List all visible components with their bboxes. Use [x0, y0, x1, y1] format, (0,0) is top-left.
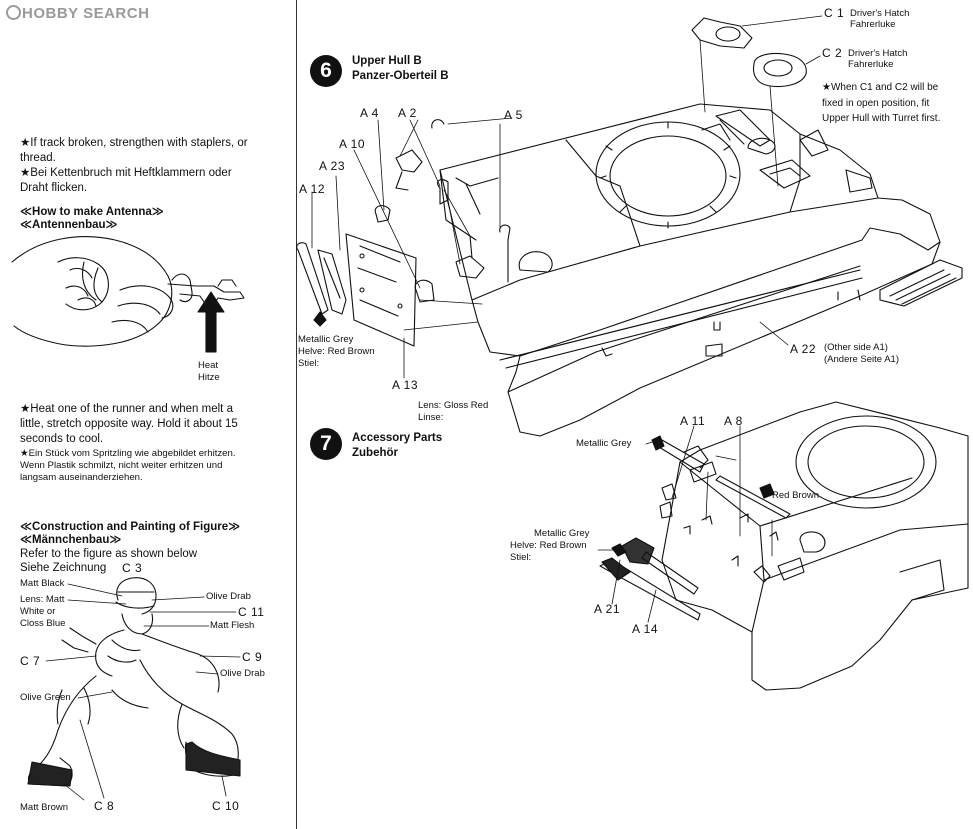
part-c2: C 2	[822, 46, 843, 60]
c1-driver-hatch: Driver's Hatch	[850, 8, 910, 19]
step6-a22-note-en: (Other side A1)	[824, 342, 888, 353]
logo-ring-icon	[6, 5, 21, 20]
column-divider	[296, 0, 297, 829]
label-c8: C 8	[94, 799, 115, 813]
hatch-note: ★When C1 and C2 will be fixed in open po…	[822, 82, 941, 124]
track-note-de: ★Bei Kettenbruch mit Heftklammern oder D…	[20, 167, 232, 194]
step7-helve: Helve: Red Brown	[510, 540, 587, 551]
figure-heading-de: ≪Männchenbau≫	[20, 534, 122, 546]
label-olive-green: Olive Green	[20, 692, 71, 703]
part-a12: A 12	[299, 182, 326, 196]
label-olive-drab-1: Olive Drab	[206, 591, 251, 602]
accessory-hull-drawing	[597, 401, 969, 691]
label-matt-flesh: Matt Flesh	[210, 620, 255, 631]
part-a21: A 21	[594, 602, 621, 616]
label-olive-drab-2: Olive Drab	[220, 668, 265, 679]
label-c3: C 3	[122, 561, 143, 575]
upper-hull-drawing	[439, 103, 963, 437]
figure-heading-en: ≪Construction and Painting of Figure≫	[20, 521, 241, 533]
heat-label-en: Heat	[198, 360, 219, 371]
step6-title-de: Panzer-Oberteil B	[352, 70, 449, 82]
part-a5: A 5	[504, 108, 523, 122]
antenna-heading-de: ≪Antennenbau≫	[20, 219, 118, 231]
step7-metallic-grey-1: Metallic Grey	[576, 438, 632, 449]
label-c11: C 11	[238, 605, 265, 619]
label-matt-black: Matt Black	[20, 578, 65, 589]
part-a14: A 14	[632, 622, 659, 636]
c2-fahrerluke: Fahrerluke	[848, 59, 894, 70]
hand-antenna-illustration	[11, 236, 245, 347]
driver-hatches-drawing	[691, 15, 823, 187]
step6-stiel: Stiel:	[298, 358, 320, 369]
label-white-or: White or	[20, 606, 56, 617]
heat-label-de: Hitze	[198, 372, 220, 383]
c1-fahrerluke: Fahrerluke	[850, 19, 896, 30]
part-c1: C 1	[824, 6, 845, 20]
heat-arrow	[197, 291, 225, 353]
part-a4: A 4	[360, 106, 379, 120]
step7-red-brown: Red Brown	[772, 490, 819, 501]
c2-driver-hatch: Driver's Hatch	[848, 48, 908, 59]
figure-ref-de: Siehe Zeichnung	[20, 562, 107, 574]
part-a10: A 10	[339, 137, 366, 151]
part-a23: A 23	[319, 159, 346, 173]
step7-title-de: Zubehör	[352, 447, 398, 459]
antenna-heading-en: ≪How to make Antenna≫	[20, 206, 164, 218]
step6-small-parts-drawing	[296, 117, 789, 379]
label-c7: C 7	[20, 654, 41, 668]
step6-helve: Helve: Red Brown	[298, 346, 375, 357]
part-a13: A 13	[392, 378, 419, 392]
step7-stiel: Stiel:	[510, 552, 532, 563]
step6-number-badge: 6	[310, 55, 342, 87]
figure-ref-en: Refer to the figure as shown below	[20, 548, 198, 560]
step6-lens: Lens: Gloss Red	[418, 400, 489, 411]
antenna-note-en: ★Heat one of the runner and when melt a …	[20, 403, 238, 445]
track-note-en: ★If track broken, strengthen with staple…	[20, 137, 248, 164]
part-a22: A 22	[790, 342, 817, 356]
part-a11: A 11	[680, 414, 706, 428]
step6-a22-note-de: (Andere Seite A1)	[824, 354, 899, 365]
step7-number-badge: 7	[310, 428, 342, 460]
part-a2: A 2	[398, 106, 417, 120]
step6-title-en: Upper Hull B	[352, 55, 422, 67]
label-matt-brown: Matt Brown	[20, 802, 69, 813]
watermark-logo: HOBBY SEARCH	[6, 5, 149, 22]
step6-metallic-grey: Metallic Grey	[298, 334, 354, 345]
label-c9: C 9	[242, 650, 263, 664]
part-a8: A 8	[724, 414, 743, 428]
antenna-note-de: ★Ein Stück vom Spritzling wie abgebildet…	[20, 448, 236, 483]
step7-metallic-grey-2: Metallic Grey	[534, 528, 590, 539]
label-c10: C 10	[212, 799, 240, 813]
label-lens-matt: Lens: Matt	[20, 594, 65, 605]
step7-title-en: Accessory Parts	[352, 432, 443, 444]
label-closs-blue: Closs Blue	[20, 618, 66, 629]
step6-linse: Linse:	[418, 412, 444, 423]
